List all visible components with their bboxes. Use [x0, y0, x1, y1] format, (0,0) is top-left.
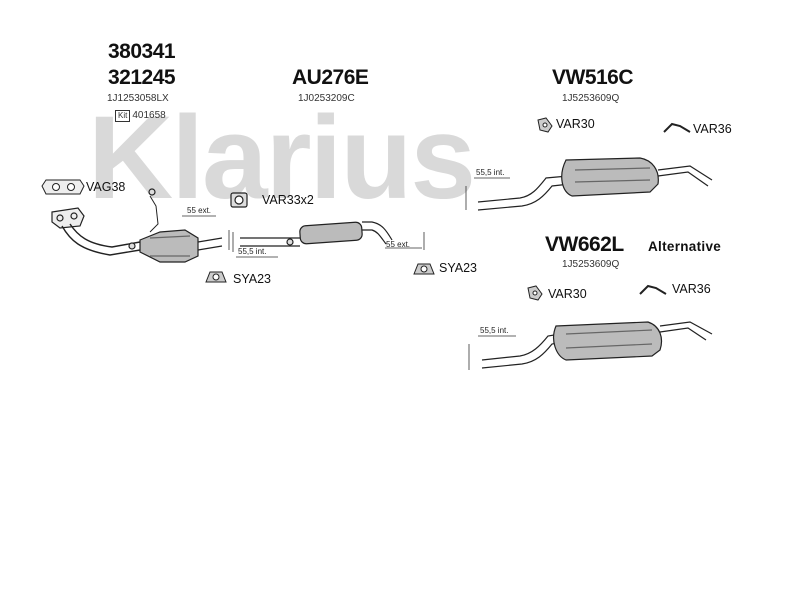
rear-inlet-dimension: 55,5 int. [476, 168, 505, 177]
hanger-var36-alt-icon [639, 284, 667, 295]
front-oem-code: 1J1253058LX [107, 93, 169, 104]
mount-var30-alt-icon [527, 285, 543, 301]
watermark-logo: Klarius [88, 92, 474, 224]
kit-badge: Kit [115, 110, 131, 122]
gasket-label: VAG38 [86, 180, 126, 194]
kit-number: 401658 [132, 110, 166, 121]
mount-right-label: SYA23 [439, 261, 477, 275]
middle-oem-code: 1J0253209C [298, 93, 355, 104]
mount-sya23-right-icon [413, 263, 435, 275]
alt-inlet-dimension: 55,5 int. [480, 326, 509, 335]
middle-part-number: AU276E [292, 66, 369, 89]
clamp-var33-icon [230, 192, 248, 208]
rear-mount-label: VAR30 [556, 117, 595, 131]
rear-hanger-label: VAR36 [693, 122, 732, 136]
alt-hanger-label: VAR36 [672, 282, 711, 296]
gasket-vag38-icon [41, 179, 85, 195]
middle-outlet-dimension: 55 ext. [386, 240, 411, 249]
alt-part-number: VW662L [545, 233, 624, 256]
mount-sya23-left-icon [205, 271, 227, 283]
alt-rear-silencer [481, 321, 713, 369]
rear-oem-code: 1J5253609Q [562, 93, 620, 104]
mount-left-label: SYA23 [233, 272, 271, 286]
clamp-label: VAR33x2 [262, 193, 314, 207]
middle-silencer [240, 221, 393, 247]
alternative-tag: Alternative [648, 239, 722, 254]
front-part-number-2: 321245 [108, 66, 176, 89]
cut-mark-front [228, 230, 234, 252]
hanger-var36-rear-icon [663, 122, 691, 133]
rear-silencer [477, 157, 713, 211]
front-pipe-catalyst [51, 188, 223, 263]
middle-inlet-dimension: 55,5 int. [238, 247, 267, 256]
front-part-number-1: 380341 [108, 40, 176, 63]
front-dimension-label: 55 ext. [187, 206, 212, 215]
mount-var30-rear-icon [537, 117, 553, 133]
alt-mount-label: VAR30 [548, 287, 587, 301]
rear-part-number: VW516C [552, 66, 634, 89]
alt-oem-code: 1J5253609Q [562, 259, 620, 270]
